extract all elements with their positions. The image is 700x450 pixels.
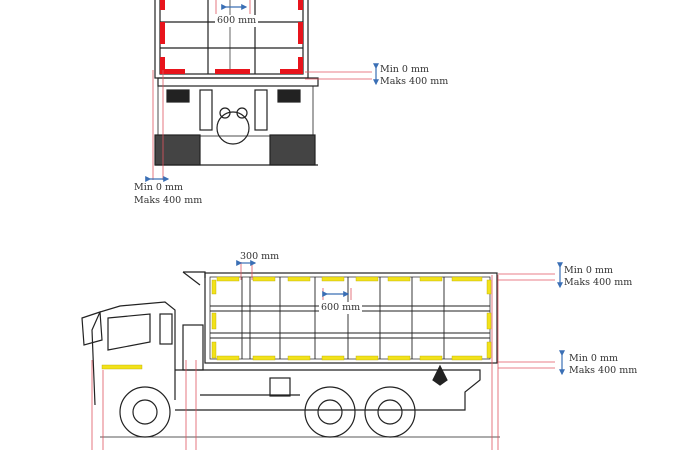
side-bottom-max-label: Maks 400 mm [569, 365, 638, 376]
rear-side-max-label: Maks 400 mm [134, 195, 203, 206]
side-view-truck [81, 271, 500, 438]
rear-side-min-label: Min 0 mm [134, 182, 183, 193]
rear-view-truck [154, 0, 319, 166]
side-dimension-arrows [236, 260, 565, 376]
side-top-max-label: Maks 400 mm [564, 277, 633, 288]
rear-height-min-label: Min 0 mm [380, 64, 429, 75]
rear-dimension-arrows [145, 4, 379, 182]
rear-guide-lines [152, 0, 372, 180]
side-bottom-min-label: Min 0 mm [569, 353, 618, 364]
side-gap-label: 300 mm [240, 251, 280, 262]
rear-spacing-label: 600 mm [215, 15, 259, 27]
side-top-min-label: Min 0 mm [564, 265, 613, 276]
rear-red-markers [160, 0, 303, 74]
side-spacing-label: 600 mm [319, 302, 363, 314]
side-guide-lines [91, 262, 555, 450]
rear-height-max-label: Maks 400 mm [380, 76, 449, 87]
side-yellow-markers [101, 276, 492, 370]
